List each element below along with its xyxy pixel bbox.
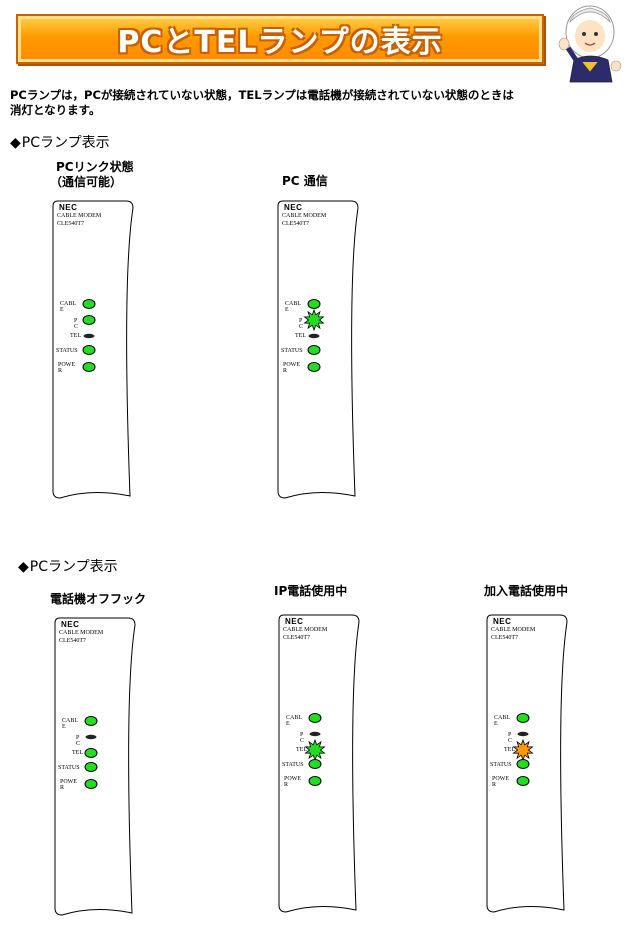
section-heading-2: ◆PCランプ表示 [18,559,118,575]
lamp-label: STATUS [490,762,512,768]
lamp-off-icon [308,333,320,339]
panel-caption: PCリンク状態 （通信可能） [50,160,134,189]
brand-logo: NEC [59,203,78,212]
panel-caption: 加入電話使用中 [484,584,569,598]
lamp-label: TEL [296,747,307,753]
lamp-on-icon [308,713,322,723]
lamp-label: STATUS [281,348,303,354]
lamp-label: TEL [70,333,81,339]
lamp-on-icon [516,713,530,723]
lamp-label: STATUS [282,762,304,768]
lamp-label: STATUS [56,348,78,354]
page-title: PCとTELランプの表示 [117,25,443,60]
lamp-on-icon [516,776,530,786]
lamp-on-icon [84,762,98,772]
lamp-label: TEL [72,750,83,756]
lamp-on-icon [307,362,321,372]
lamp-on-icon [82,315,96,325]
panel-caption: 電話機オフフック [50,592,147,606]
intro-line-1: PCランプは，PCが接続されていない状態，TELランプは電話機が接続されていない… [10,88,514,102]
lamp-on-icon [84,716,98,726]
brand-logo: NEC [285,617,304,626]
intro-text: PCランプは，PCが接続されていない状態，TELランプは電話機が接続されていない… [10,88,570,118]
lamp-on-icon [307,299,321,309]
brand-logo: NEC [61,620,80,629]
lamp-on-icon [84,748,98,758]
panel-caption: PC 通信 [282,174,328,188]
section-heading-1: ◆PCランプ表示 [10,135,110,151]
lamp-label: TEL [295,333,306,339]
lamp-label: TEL [504,747,515,753]
lamp-off-icon [83,333,95,339]
lamp-on-icon [307,345,321,355]
lamp-on-icon [82,362,96,372]
diamond-bullet-icon: ◆ [18,559,29,575]
intro-line-2: 消灯となります。 [10,103,101,117]
lamp-on-icon [308,776,322,786]
mascot-illustration [558,5,622,83]
lamp-label: STATUS [58,765,80,771]
lamp-on-icon [516,759,530,769]
lamp-on-icon [82,345,96,355]
panel-caption: IP電話使用中 [274,584,348,598]
lamp-off-icon [85,734,97,740]
lamp-off-icon [309,731,321,737]
lamp-blink-green-icon [303,309,325,331]
brand-logo: NEC [493,617,512,626]
lamp-on-icon [308,759,322,769]
lamp-on-icon [82,299,96,309]
lamp-on-icon [84,779,98,789]
lamp-off-icon [517,731,529,737]
brand-logo: NEC [284,203,303,212]
title-banner: PCとTELランプの表示 [16,14,544,64]
diamond-bullet-icon: ◆ [10,135,21,151]
